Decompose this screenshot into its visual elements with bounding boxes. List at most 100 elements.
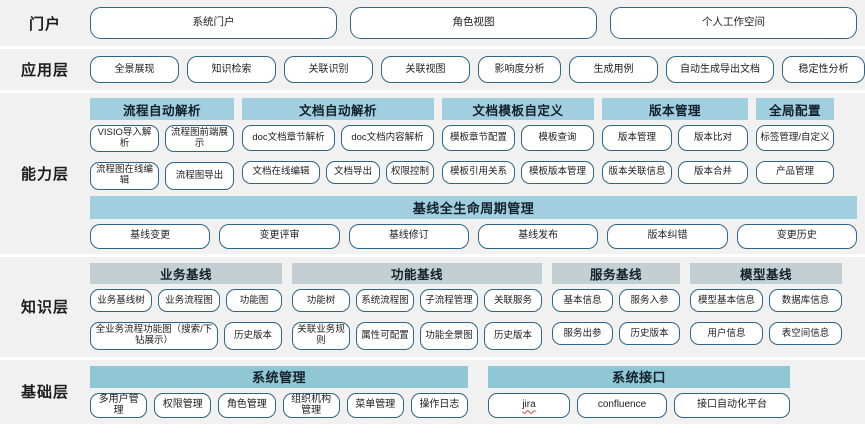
capability-groups: 流程自动解析 VISIO导入解析 流程图前端展示 流程图在线编辑 流程图导出 [90,98,857,190]
cap-document-1-1[interactable]: 文档导出 [326,161,380,184]
capability-lifecycle: 基线全生命周期管理 基线变更 变更评审 基线修订 基线发布 版本纠错 变更历史 [90,195,857,249]
cap-template-0-1[interactable]: 模板查询 [521,125,594,151]
application-row: 全景展现 知识检索 关联识别 关联视图 影响度分析 生成用例 自动生成导出文档 … [90,56,865,83]
lifecycle-item-2[interactable]: 基线修订 [348,223,469,249]
layer-capability: 能力层 流程自动解析 VISIO导入解析 流程图前端展示 流程图在线编辑 流程图… [0,93,865,254]
know-model-0-1[interactable]: 数据库信息 [769,289,842,313]
know-service-1-1[interactable]: 历史版本 [619,322,680,346]
group-rows-template: 模板章节配置 模板查询 模板引用关系 模板版本管理 [442,125,594,184]
base-interface-jira[interactable]: jira [488,392,570,418]
cap-version-0-1[interactable]: 版本比对 [678,125,748,151]
lifecycle-item-0[interactable]: 基线变更 [90,223,211,249]
base-sysadmin-0[interactable]: 多用户管理 [90,392,148,418]
cap-document-1-0[interactable]: 文档在线编辑 [242,161,320,184]
base-sysadmin-4[interactable]: 菜单管理 [346,392,404,418]
table-row: 版本关联信息 版本合并 [602,161,748,184]
knowledge-group-model: 模型基线 模型基本信息 数据库信息 用户信息 表空间信息 [690,263,842,346]
portal-item-0[interactable]: 系统门户 [90,7,337,39]
app-item-4[interactable]: 影响度分析 [478,56,561,83]
portal-item-2[interactable]: 个人工作空间 [610,7,857,39]
know-business-1-0[interactable]: 全业务流程功能图（搜索/下钻展示） [90,322,218,350]
cap-version-1-0[interactable]: 版本关联信息 [602,161,672,184]
app-item-2[interactable]: 关联识别 [284,56,373,83]
know-function-1-0[interactable]: 关联业务规则 [292,322,350,350]
know-service-0-0[interactable]: 基本信息 [552,289,613,313]
cap-global-1-0[interactable]: 产品管理 [756,161,834,184]
know-function-1-2[interactable]: 功能全景图 [420,322,478,350]
cap-template-0-0[interactable]: 模板章节配置 [442,125,515,151]
cap-template-1-1[interactable]: 模板版本管理 [521,161,594,184]
lifecycle-item-3[interactable]: 基线发布 [477,223,599,249]
table-row: doc文档章节解析 doc文档内容解析 [242,125,434,151]
app-item-5[interactable]: 生成用例 [569,56,658,83]
cap-version-0-0[interactable]: 版本管理 [602,125,672,151]
know-function-0-2[interactable]: 子流程管理 [420,289,478,313]
capability-group-template: 文档模板自定义 模板章节配置 模板查询 模板引用关系 模板版本管理 [442,98,594,184]
know-business-0-1[interactable]: 业务流程图 [158,289,220,313]
foundation-group-sysadmin: 系统管理 多用户管理 权限管理 角色管理 组织机构管理 菜单管理 操作日志 [90,365,469,418]
cap-global-0-0[interactable]: 标签管理/自定义 [756,125,834,151]
cap-document-1-2[interactable]: 权限控制 [386,161,434,184]
group-title-model: 模型基线 [690,263,842,285]
lifecycle-item-5[interactable]: 变更历史 [736,223,857,249]
lifecycle-item-4[interactable]: 版本纠错 [607,223,728,249]
group-title-template: 文档模板自定义 [442,98,594,120]
table-row: VISIO导入解析 流程图前端展示 [90,125,234,153]
cap-version-1-1[interactable]: 版本合并 [678,161,748,184]
know-model-1-0[interactable]: 用户信息 [690,322,763,346]
know-model-0-0[interactable]: 模型基本信息 [690,289,763,313]
group-title-interface: 系统接口 [488,365,790,388]
base-interface-confluence[interactable]: confluence [577,392,667,418]
layer-body-application: 全景展现 知识检索 关联识别 关联视图 影响度分析 生成用例 自动生成导出文档 … [90,49,865,90]
know-function-1-3[interactable]: 历史版本 [484,322,542,350]
know-service-1-0[interactable]: 服务出参 [552,322,613,346]
know-business-0-0[interactable]: 业务基线树 [90,289,152,313]
know-function-1-1[interactable]: 属性可配置 [356,322,414,350]
base-sysadmin-2[interactable]: 角色管理 [218,392,276,418]
table-row: 全业务流程功能图（搜索/下钻展示） 历史版本 [90,322,282,350]
know-business-1-1[interactable]: 历史版本 [224,322,282,350]
cap-process-0-1[interactable]: 流程图前端展示 [165,125,234,153]
group-title-service: 服务基线 [552,263,680,285]
know-function-0-1[interactable]: 系统流程图 [356,289,414,313]
table-row: 产品管理 [756,161,834,184]
layer-portal: 门户 系统门户 角色视图 个人工作空间 [0,0,865,46]
cap-document-0-0[interactable]: doc文档章节解析 [242,125,335,151]
portal-item-1[interactable]: 角色视图 [350,7,597,39]
capability-group-version: 版本管理 版本管理 版本比对 版本关联信息 版本合并 [602,98,748,184]
table-row: 服务出参 历史版本 [552,322,680,346]
cap-document-0-1[interactable]: doc文档内容解析 [341,125,434,151]
app-item-0[interactable]: 全景展现 [90,56,179,83]
group-rows-model: 模型基本信息 数据库信息 用户信息 表空间信息 [690,289,842,346]
cap-template-1-0[interactable]: 模板引用关系 [442,161,515,184]
cap-process-0-0[interactable]: VISIO导入解析 [90,125,159,153]
cap-process-1-1[interactable]: 流程图导出 [165,162,234,190]
group-rows-function: 功能树 系统流程图 子流程管理 关联服务 关联业务规则 属性可配置 功能全景图 … [292,289,542,350]
base-interface-api-platform[interactable]: 接口自动化平台 [674,392,790,418]
layer-label-portal: 门户 [28,15,61,33]
app-item-3[interactable]: 关联视图 [381,56,470,83]
base-sysadmin-3[interactable]: 组织机构管理 [282,392,340,418]
know-function-0-3[interactable]: 关联服务 [484,289,542,313]
lifecycle-item-1[interactable]: 变更评审 [219,223,340,249]
app-item-7[interactable]: 稳定性分析 [782,56,865,83]
know-service-0-1[interactable]: 服务入参 [619,289,680,313]
app-item-6[interactable]: 自动生成导出文档 [666,56,774,83]
cap-process-1-0[interactable]: 流程图在线编辑 [90,162,159,190]
base-sysadmin-1[interactable]: 权限管理 [154,392,212,418]
group-title-process: 流程自动解析 [90,98,234,120]
know-function-0-0[interactable]: 功能树 [292,289,350,313]
group-rows-document: doc文档章节解析 doc文档内容解析 文档在线编辑 文档导出 权限控制 [242,125,434,184]
group-rows-business: 业务基线树 业务流程图 功能图 全业务流程功能图（搜索/下钻展示） 历史版本 [90,289,282,350]
know-model-1-1[interactable]: 表空间信息 [769,322,842,346]
capability-group-process: 流程自动解析 VISIO导入解析 流程图前端展示 流程图在线编辑 流程图导出 [90,98,234,190]
knowledge-group-business: 业务基线 业务基线树 业务流程图 功能图 全业务流程功能图（搜索/下钻展示） 历… [90,263,282,350]
table-row: 关联业务规则 属性可配置 功能全景图 历史版本 [292,322,542,350]
group-rows-service: 基本信息 服务入参 服务出参 历史版本 [552,289,680,346]
base-sysadmin-5[interactable]: 操作日志 [410,392,469,418]
know-business-0-2[interactable]: 功能图 [226,289,282,313]
foundation-group-interface: 系统接口 jira confluence 接口自动化平台 [488,365,790,418]
app-item-1[interactable]: 知识检索 [187,56,276,83]
table-row: 模板章节配置 模板查询 [442,125,594,151]
